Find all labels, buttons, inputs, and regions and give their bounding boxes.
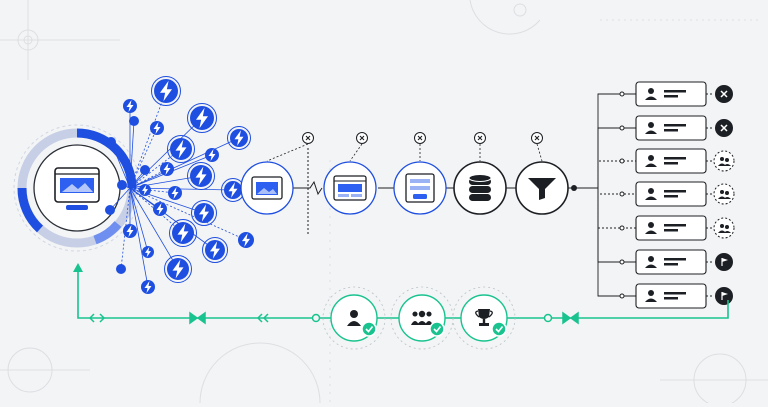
user-icon <box>347 310 361 326</box>
user-card-icon <box>635 215 707 241</box>
event-link-line <box>129 127 158 189</box>
event-link-line <box>129 117 203 189</box>
lightning-bolt-icon <box>139 184 151 196</box>
lightning-bolt-icon <box>151 76 181 106</box>
x-icon <box>349 132 368 162</box>
lightning-bolt-icon <box>167 135 195 163</box>
lightning-bolt-icon <box>141 280 155 294</box>
event-link-line <box>129 187 216 251</box>
feedback-step <box>322 286 386 350</box>
event-link-line <box>129 187 149 288</box>
lightning-bolt-icon <box>227 126 251 150</box>
trophy-icon <box>475 309 493 326</box>
lightning-bolt-icon <box>187 162 215 190</box>
form-icon <box>405 173 435 203</box>
pipeline-stage-database <box>453 161 507 215</box>
pipeline-stage-filter <box>515 161 569 215</box>
lightning-bolt-icon <box>187 103 217 133</box>
event-nodes <box>105 76 254 294</box>
x-icon <box>414 132 426 161</box>
lightning-bolt-icon <box>129 116 139 126</box>
feedback-step <box>390 286 454 350</box>
user-card-icon <box>635 283 707 309</box>
flag-icon <box>715 253 733 271</box>
user-card-icon <box>635 115 707 141</box>
lightning-bolt-icon <box>238 232 254 248</box>
event-link-line <box>129 168 168 189</box>
user-card-icon <box>635 148 707 174</box>
lightning-bolt-icon <box>140 165 150 175</box>
pipeline-stages <box>240 132 569 215</box>
pipeline-stage-form <box>393 161 447 215</box>
feedback-steps <box>322 286 516 350</box>
database-icon <box>468 174 492 201</box>
lightning-bolt-icon <box>205 148 219 162</box>
profile-row <box>574 148 735 189</box>
group-icon <box>713 217 735 239</box>
group-icon <box>713 183 735 205</box>
event-link-line <box>129 90 167 189</box>
check-icon <box>491 321 507 337</box>
x-icon <box>474 132 486 161</box>
profile-row <box>574 187 735 241</box>
event-link-line <box>129 120 135 189</box>
team-icon <box>411 310 433 325</box>
pipeline-stage-webpage-layout <box>323 161 377 215</box>
event-link-line <box>129 187 247 241</box>
profile-row <box>574 81 733 189</box>
check-icon <box>429 321 445 337</box>
x-icon <box>715 119 733 137</box>
lightning-bolt-icon <box>168 186 182 200</box>
profile-row <box>574 187 733 309</box>
feedback-step <box>452 286 516 350</box>
lightning-bolt-icon <box>123 99 137 113</box>
user-card-icon <box>635 181 707 207</box>
lightning-bolt-icon <box>123 224 137 238</box>
funnel-icon <box>528 178 556 200</box>
lightning-bolt-icon <box>164 255 192 283</box>
layout-page-icon <box>333 175 367 201</box>
image-page-icon <box>251 176 283 200</box>
lightning-bolt-icon <box>169 219 197 247</box>
webpage-icon <box>54 167 100 210</box>
lightning-bolt-icon <box>150 121 164 135</box>
x-icon <box>266 132 314 162</box>
user-card-icon <box>635 249 707 275</box>
lightning-bolt-icon <box>202 237 228 263</box>
lightning-bolt-icon <box>142 246 154 258</box>
lightning-bolt-icon <box>116 264 126 274</box>
profile-row <box>574 115 733 189</box>
event-link-line <box>129 187 149 253</box>
lightning-bolt-icon <box>160 162 174 176</box>
lightning-bolt-icon <box>191 200 217 226</box>
lightning-bolt-icon <box>153 202 167 216</box>
group-icon <box>713 150 735 172</box>
profile-list <box>571 81 735 309</box>
user-card-icon <box>635 81 707 107</box>
x-icon <box>531 132 543 162</box>
event-link-line <box>129 137 240 189</box>
profile-row <box>574 187 733 275</box>
feedback-loop-decorations <box>88 311 579 325</box>
event-link-line <box>129 187 176 194</box>
feedback-loop-arrowhead <box>73 263 83 272</box>
event-link-line <box>129 187 179 270</box>
x-icon <box>715 85 733 103</box>
source-webpage-node <box>13 124 141 252</box>
lightning-bolt-icon <box>106 137 116 147</box>
event-link-line <box>129 187 184 234</box>
profile-row <box>574 181 735 207</box>
flag-icon <box>715 287 733 305</box>
event-link-line <box>110 141 131 189</box>
pipeline-stage-webpage-image <box>240 161 294 215</box>
lightning-bolt-icon <box>117 180 127 190</box>
check-icon <box>361 321 377 337</box>
lightning-bolt-icon <box>105 205 115 215</box>
